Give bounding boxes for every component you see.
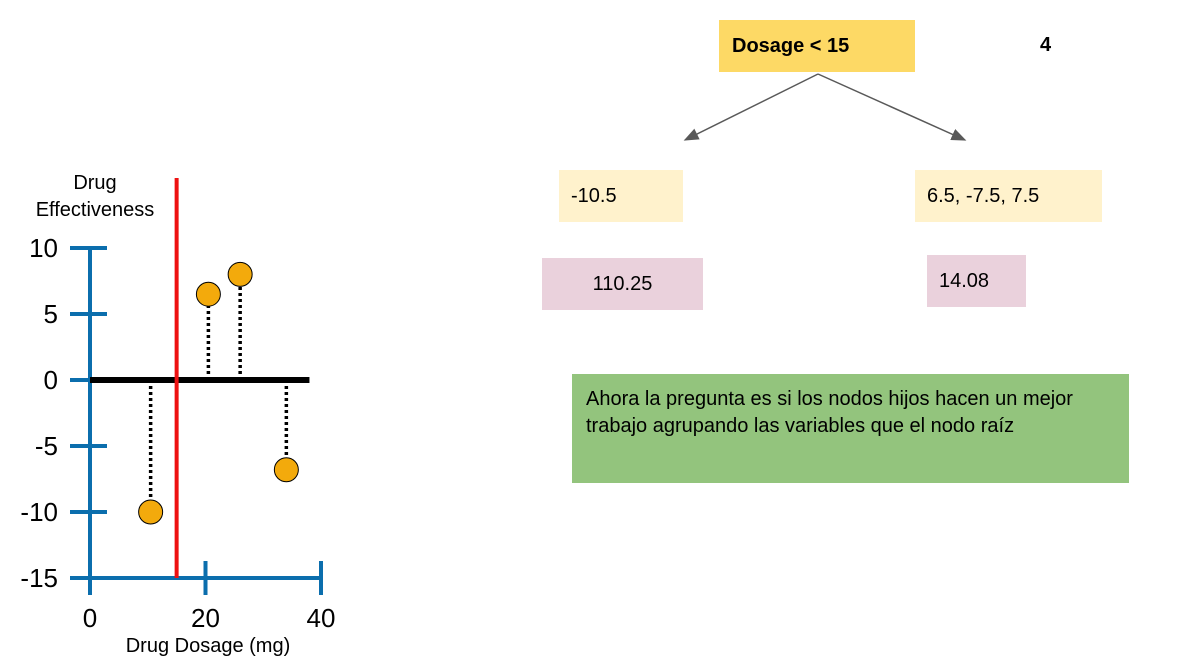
y-axis-label: Drug Effectiveness: [20, 170, 170, 224]
edge-left-arrow: [683, 73, 819, 141]
left-leaf-values: -10.5: [559, 170, 683, 222]
y-tick-label: -5: [35, 431, 58, 461]
x-axis-label: Drug Dosage (mg): [125, 635, 291, 657]
data-point: [138, 499, 164, 525]
note-box: Ahora la pregunta es si los nodos hijos …: [572, 374, 1129, 483]
x-tick-label: 40: [307, 603, 336, 633]
corner-number: 4: [1040, 34, 1052, 56]
root-node-dosage-lt-15: Dosage < 15: [719, 20, 915, 72]
root-node-label: Dosage < 15: [732, 34, 850, 57]
y-tick-label: 0: [44, 365, 58, 395]
right-leaf-values: 6.5, -7.5, 7.5: [915, 170, 1102, 222]
dosage-scatter-chart: 10 5 0 -5 -10 -15 0 20 40: [20, 178, 336, 633]
y-axis-label-line1: Drug: [73, 172, 117, 194]
data-point: [273, 457, 299, 483]
data-point: [195, 281, 221, 307]
data-point: [227, 261, 253, 287]
y-tick-label: 5: [44, 299, 58, 329]
y-tick-label: -10: [20, 497, 58, 527]
left-leaf-values-text: -10.5: [571, 184, 617, 207]
note-text: Ahora la pregunta es si los nodos hijos …: [586, 388, 1073, 437]
y-axis-label-line2: Effectiveness: [35, 199, 155, 221]
left-leaf-variance: 110.25: [542, 258, 703, 310]
right-leaf-values-text: 6.5, -7.5, 7.5: [927, 184, 1040, 207]
right-leaf-variance-text: 14.08: [939, 269, 990, 292]
y-tick-label: 10: [29, 233, 58, 263]
edge-right-arrow: [817, 73, 967, 141]
x-tick-label: 0: [83, 603, 97, 633]
left-leaf-variance-text: 110.25: [592, 272, 653, 295]
right-leaf-variance: 14.08: [927, 255, 1026, 307]
x-tick-label: 20: [191, 603, 220, 633]
y-tick-label: -15: [20, 563, 58, 593]
